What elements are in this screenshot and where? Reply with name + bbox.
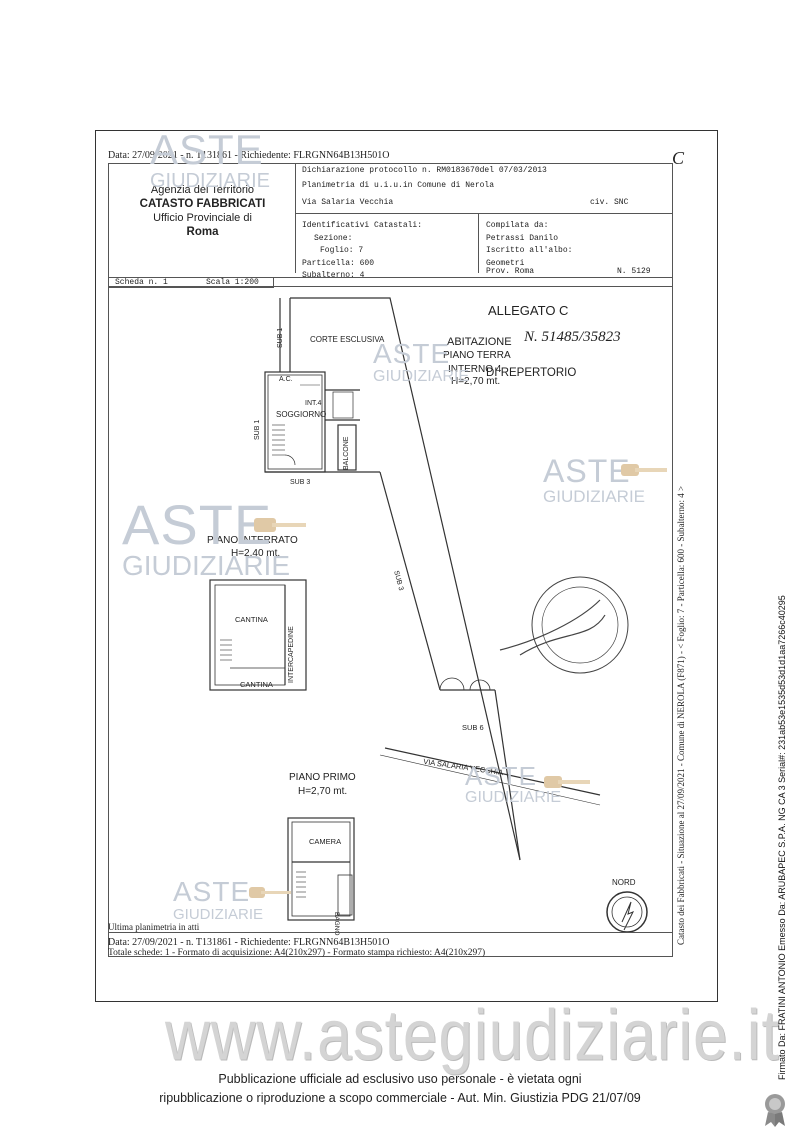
ac-label: A.C. (279, 376, 293, 383)
ufficio-label: Ufficio Provinciale di (153, 212, 252, 224)
watermark-2: ASTE GIUDIZIARIE (373, 338, 470, 386)
watermark-6: ASTE GIUDIZIARIE (173, 876, 264, 924)
camera-label: CAMERA (309, 837, 342, 846)
totale-schede: Totale schede: 1 - Formato di acquisizio… (108, 948, 486, 958)
corner-mark: C (672, 148, 685, 168)
watermark-4: ASTE GIUDIZIARIE (122, 493, 291, 582)
piano-terra-label: PIANO TERRA (443, 350, 511, 361)
cantina-label-2: CANTINA (240, 680, 273, 689)
footer-line-1: Pubblicazione ufficiale ad esclusivo uso… (218, 1072, 582, 1086)
header-box (108, 163, 673, 287)
protocol-line: Dichiarazione protocollo n. RM0183670del… (302, 166, 547, 175)
repertorio-label: DI REPERTORIO (486, 367, 577, 379)
nord-label: NORD (612, 878, 636, 887)
watermark-3: ASTE GIUDIZIARIE (543, 453, 646, 506)
civic-number: civ. SNC (590, 198, 629, 207)
height-terra: H=2,70 mt. (451, 376, 501, 387)
compilata-label: Compilata da: (486, 221, 549, 230)
corte-label: CORTE ESCLUSIVA (310, 335, 385, 344)
document-frame (95, 130, 718, 1002)
piano-interrato-label: PIANO INTERRATO (207, 535, 298, 546)
ident-title: Identificativi Catastali: (302, 221, 423, 230)
cantina-label-1: CANTINA (235, 615, 268, 624)
int4-label: INT.4 (305, 400, 322, 407)
soggiorno-label: SOGGIORNO (276, 410, 327, 419)
interno-label: INTERNO 4 (448, 364, 502, 375)
north-arrow-icon (606, 891, 648, 933)
cadastral-identifiers: Identificativi Catastali: Sezione: Fogli… (302, 220, 422, 283)
catasto-title: CATASTO FABBRICATI (139, 198, 266, 210)
particella: Particella: 600 (302, 258, 375, 268)
certificate-badge-icon (765, 1094, 785, 1127)
sub6-label: SUB 6 (462, 723, 484, 732)
albo-name: Geometri (486, 258, 525, 268)
subalterno: Subalterno: 4 (302, 271, 365, 280)
balcone-label: BALCONE (343, 436, 350, 470)
footer-notice: Pubblicazione ufficiale ad esclusivo uso… (0, 1070, 800, 1108)
digital-signature: Firmato Da: FRATINI ANTONIO Emesso Da: A… (777, 595, 787, 1080)
ultima-planimetria: Ultima planimetria in atti (108, 922, 200, 932)
agency-name: Agenzia del Territorio (150, 184, 255, 196)
compiler-block: Compilata da: Petrassi Danilo Iscritto a… (486, 220, 572, 270)
side-cadastral-text: Catasto dei Fabbricati - Situazione al 2… (676, 485, 686, 945)
compiler-name: Petrassi Danilo (486, 233, 559, 243)
sub1-left-label: SUB 1 (254, 419, 261, 440)
gavel-icon (254, 518, 306, 532)
rep-number: N. 51485/35823 (524, 329, 621, 345)
sezione: Sezione: (314, 233, 353, 243)
foglio: Foglio: 7 (320, 246, 364, 255)
sub3-label: SUB 3 (290, 479, 311, 486)
watermark-1: ASTE GIUDIZIARIE (150, 126, 271, 193)
piano-primo-label: PIANO PRIMO (289, 772, 356, 783)
footer-line-2: ripubblicazione o riproduzione a scopo c… (159, 1091, 641, 1105)
province: Prov. Roma (486, 267, 535, 276)
office-city: Roma (186, 226, 219, 238)
address-line: Via Salaria Vecchia (302, 198, 394, 207)
abitazione-label: ABITAZIONE (447, 336, 512, 348)
gavel-icon (544, 776, 590, 788)
scheda-label: Scheda n. 1 (115, 278, 168, 287)
allegato-label: ALLEGATO C (488, 303, 569, 318)
watermark-5: ASTE GIUDIZIARIE (465, 761, 562, 806)
planimetria-line: Planimetria di u.i.u.in Comune di Nerola (302, 181, 495, 190)
gavel-icon (621, 464, 667, 476)
bottom-data-line: Data: 27/09/2021 - n. T131861 - Richiede… (108, 937, 390, 948)
stamp-seal-icon (499, 576, 629, 674)
sub1-top-label: SUB 1 (277, 327, 284, 348)
registration-number: N. 5129 (617, 267, 651, 276)
court-boundary (290, 297, 521, 861)
iscritto-label: Iscritto all'albo: (486, 246, 573, 255)
gavel-icon (249, 887, 291, 898)
agency-block: Agenzia del Territorio CATASTO FABBRICAT… (120, 183, 285, 239)
top-data-line: Data: 27/09/2021 - n. T131861 - Richiede… (108, 150, 390, 161)
height-interrato: H=2,40 mt. (231, 548, 281, 559)
scala-label: Scala 1:200 (206, 278, 259, 287)
plan-area (108, 277, 673, 957)
site-watermark: www.astegiudiziarie.it (165, 996, 780, 1076)
height-primo: H=2,70 mt. (298, 786, 348, 797)
intercapedine-label: INTERCAPEDINE (288, 626, 295, 683)
